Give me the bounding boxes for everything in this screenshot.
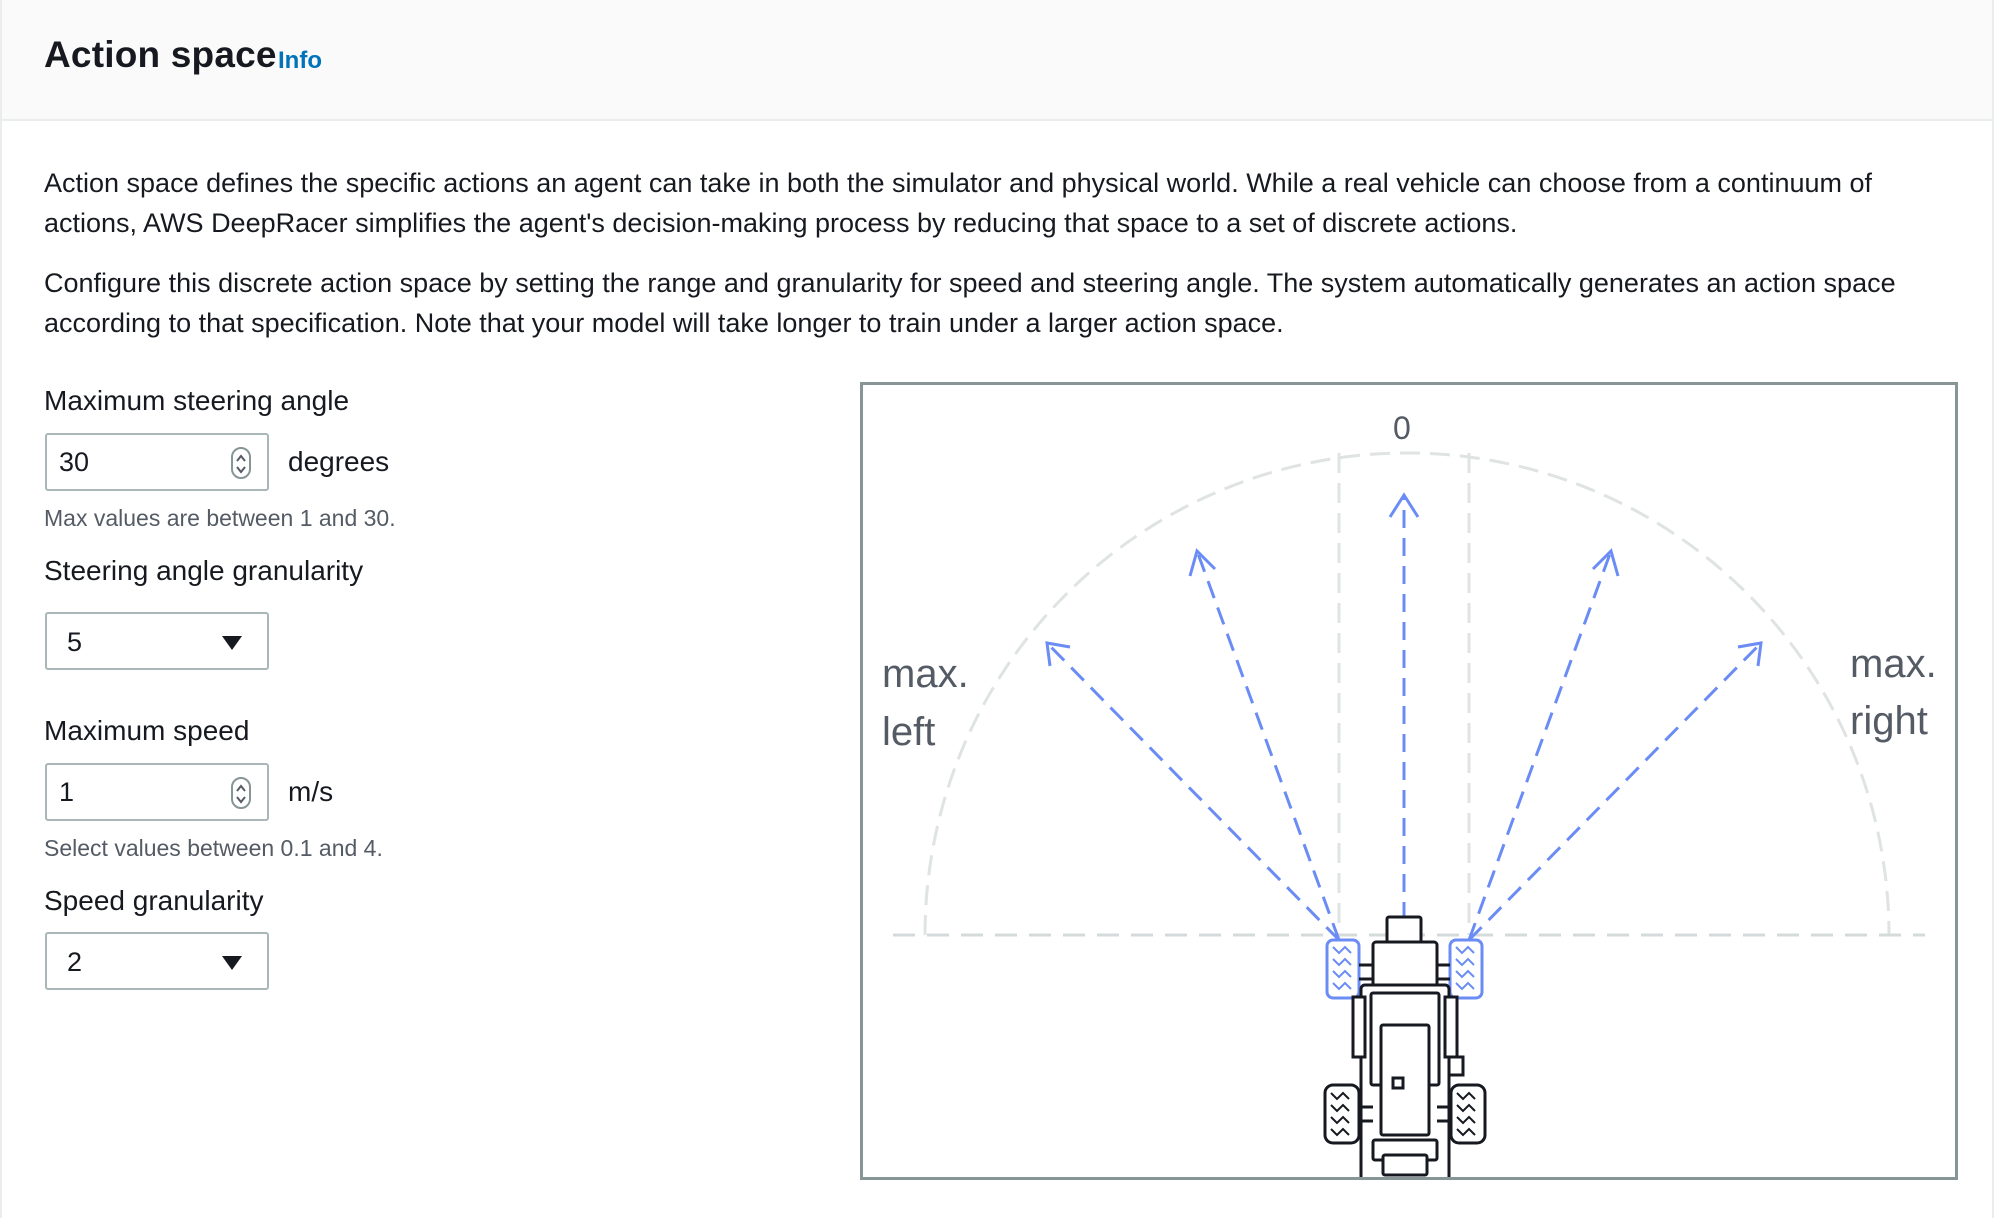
speed-granularity-value: 2 xyxy=(67,947,83,977)
diagram-max-left-label-line1: max. xyxy=(882,652,969,696)
max-speed-label: Maximum speed xyxy=(44,715,250,746)
diagram-max-left-label-line2: left xyxy=(882,710,936,754)
caret-down-icon xyxy=(222,636,242,650)
stepper-icon[interactable] xyxy=(231,447,251,479)
arrowhead-left-1 xyxy=(1188,548,1217,577)
max-speed-value: 1 xyxy=(59,777,75,807)
info-link[interactable]: Info xyxy=(278,47,322,74)
arrowhead-left-2 xyxy=(1045,641,1071,667)
steering-diagram-svg xyxy=(893,451,1925,1177)
diagram-max-right-label-line2: right xyxy=(1850,699,1928,743)
panel-header: Action space Info xyxy=(2,0,1992,121)
arrow-left-2 xyxy=(1045,641,1341,942)
max-steering-angle-label: Maximum steering angle xyxy=(44,385,350,416)
speed-granularity-label: Speed granularity xyxy=(44,885,264,916)
max-steering-angle-value: 30 xyxy=(59,447,90,477)
car-top-view-icon xyxy=(1323,915,1487,1177)
panel-title: Action space xyxy=(44,34,277,75)
steering-granularity-value: 5 xyxy=(67,627,83,657)
action-space-diagram: 0 max. left max. right xyxy=(860,382,1958,1180)
description-paragraph-2: Configure this discrete action space by … xyxy=(44,268,1896,338)
speed-granularity-select[interactable]: 2 xyxy=(45,932,269,990)
max-speed-hint: Select values between 0.1 and 4. xyxy=(44,835,383,861)
arrow-right-1 xyxy=(1467,550,1613,941)
arrowhead-right-2 xyxy=(1737,641,1763,667)
arrowhead-right-1 xyxy=(1591,548,1620,577)
stepper-icon[interactable] xyxy=(231,777,251,809)
arrow-right-2 xyxy=(1467,641,1763,942)
max-steering-angle-unit: degrees xyxy=(288,446,390,477)
steering-arc xyxy=(923,451,1891,936)
steering-granularity-label: Steering angle granularity xyxy=(44,555,364,586)
steering-granularity-select[interactable]: 5 xyxy=(45,612,269,670)
diagram-max-right-label-line1: max. xyxy=(1850,642,1937,686)
caret-down-icon xyxy=(222,956,242,970)
max-speed-input[interactable]: 1 xyxy=(45,763,269,821)
max-speed-unit: m/s xyxy=(288,776,334,807)
max-steering-angle-hint: Max values are between 1 and 30. xyxy=(44,505,396,531)
description-paragraph-1: Action space defines the specific action… xyxy=(44,168,1873,238)
arrowhead-center xyxy=(1388,492,1420,518)
diagram-zero-label: 0 xyxy=(1393,410,1411,446)
arrow-left-1 xyxy=(1195,550,1341,941)
max-steering-angle-input[interactable]: 30 xyxy=(45,433,269,491)
